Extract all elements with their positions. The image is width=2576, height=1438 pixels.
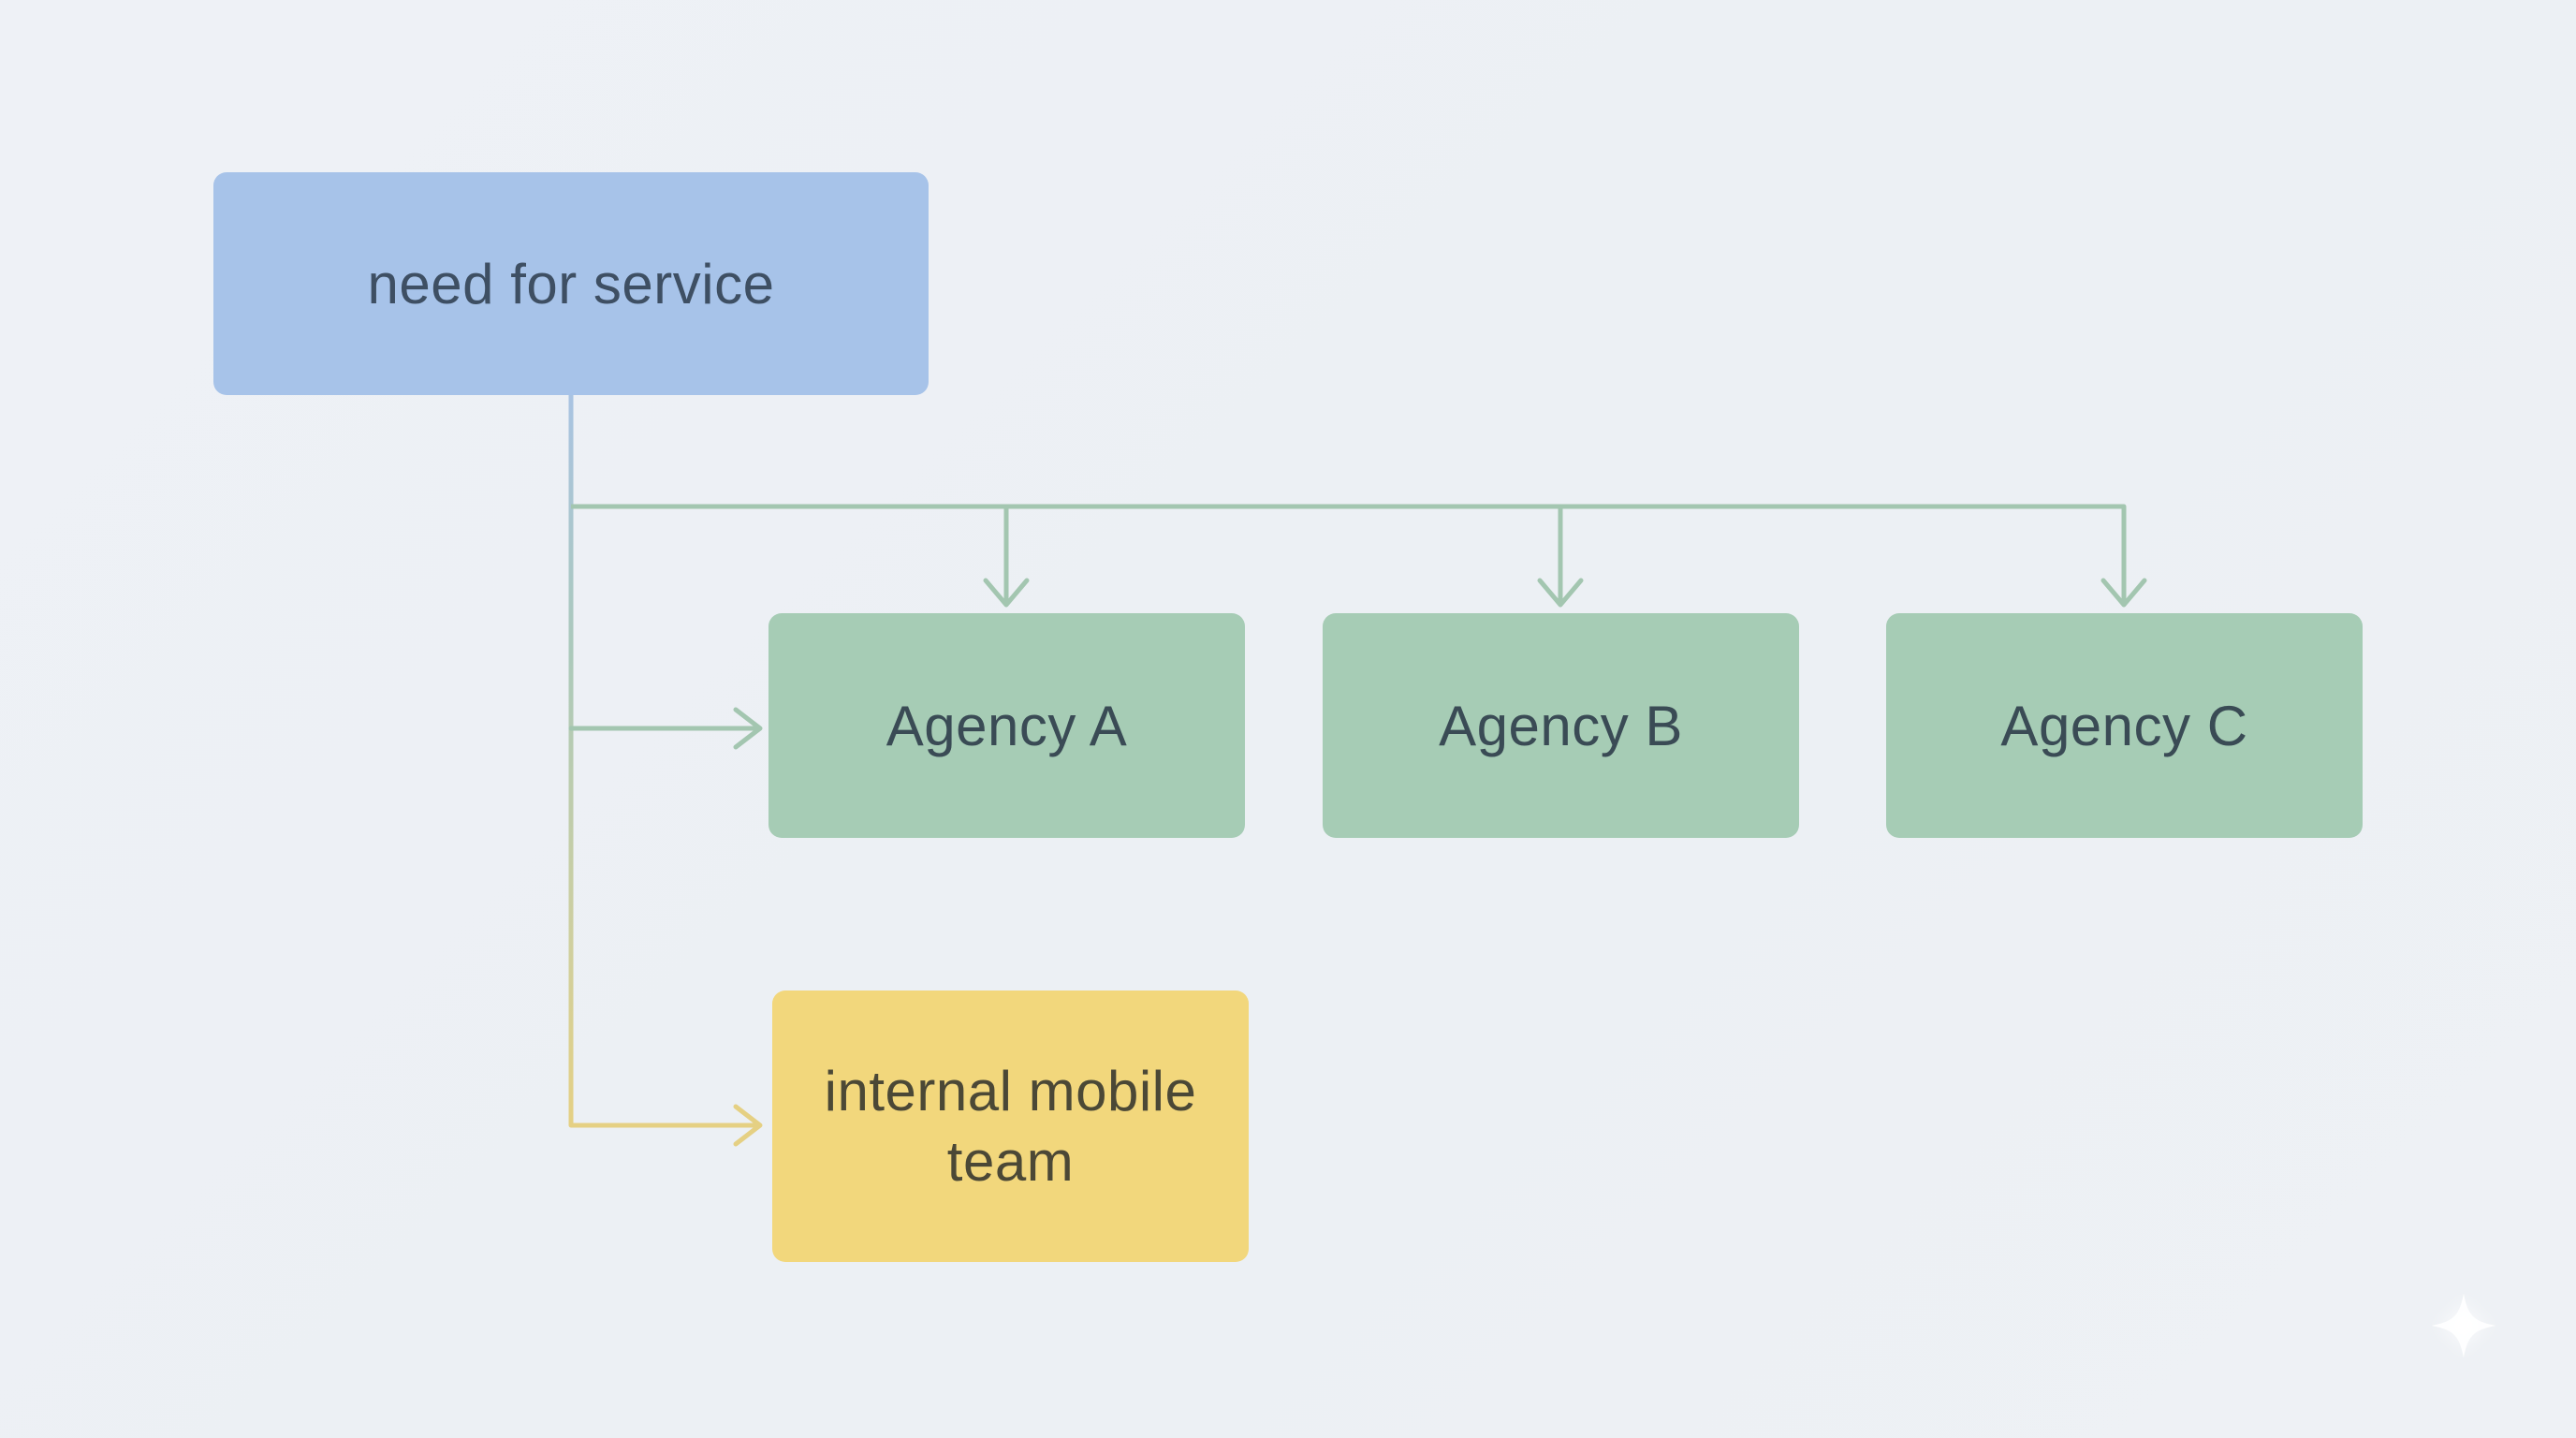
sparkle-icon bbox=[2431, 1293, 2496, 1358]
node-internal-mobile-team-label: internal mobile team bbox=[824, 1060, 1197, 1193]
arrowhead-right-internal-team bbox=[733, 1104, 763, 1147]
edge-side-agency-a bbox=[568, 707, 763, 750]
arrowhead-down-agency-a bbox=[983, 578, 1030, 608]
edge-to-agency-a bbox=[983, 504, 1030, 608]
node-agency-c: Agency C bbox=[1886, 613, 2363, 838]
node-agency-a-label: Agency A bbox=[886, 694, 1128, 757]
arrowhead-right-agency-a bbox=[733, 707, 763, 750]
node-internal-mobile-team: internal mobile team bbox=[772, 990, 1249, 1262]
edge-to-agency-b bbox=[1537, 504, 1584, 608]
edge-side-internal-team bbox=[568, 1104, 763, 1147]
node-need-for-service-label: need for service bbox=[367, 252, 775, 315]
node-agency-c-label: Agency C bbox=[2000, 694, 2248, 757]
arrowhead-down-agency-c bbox=[2100, 578, 2147, 608]
node-agency-a: Agency A bbox=[768, 613, 1245, 838]
arrowhead-down-agency-b bbox=[1537, 578, 1584, 608]
node-need-for-service: need for service bbox=[213, 172, 929, 395]
node-agency-b-label: Agency B bbox=[1439, 694, 1683, 757]
edge-to-agency-c bbox=[2100, 504, 2147, 608]
node-agency-b: Agency B bbox=[1323, 613, 1799, 838]
